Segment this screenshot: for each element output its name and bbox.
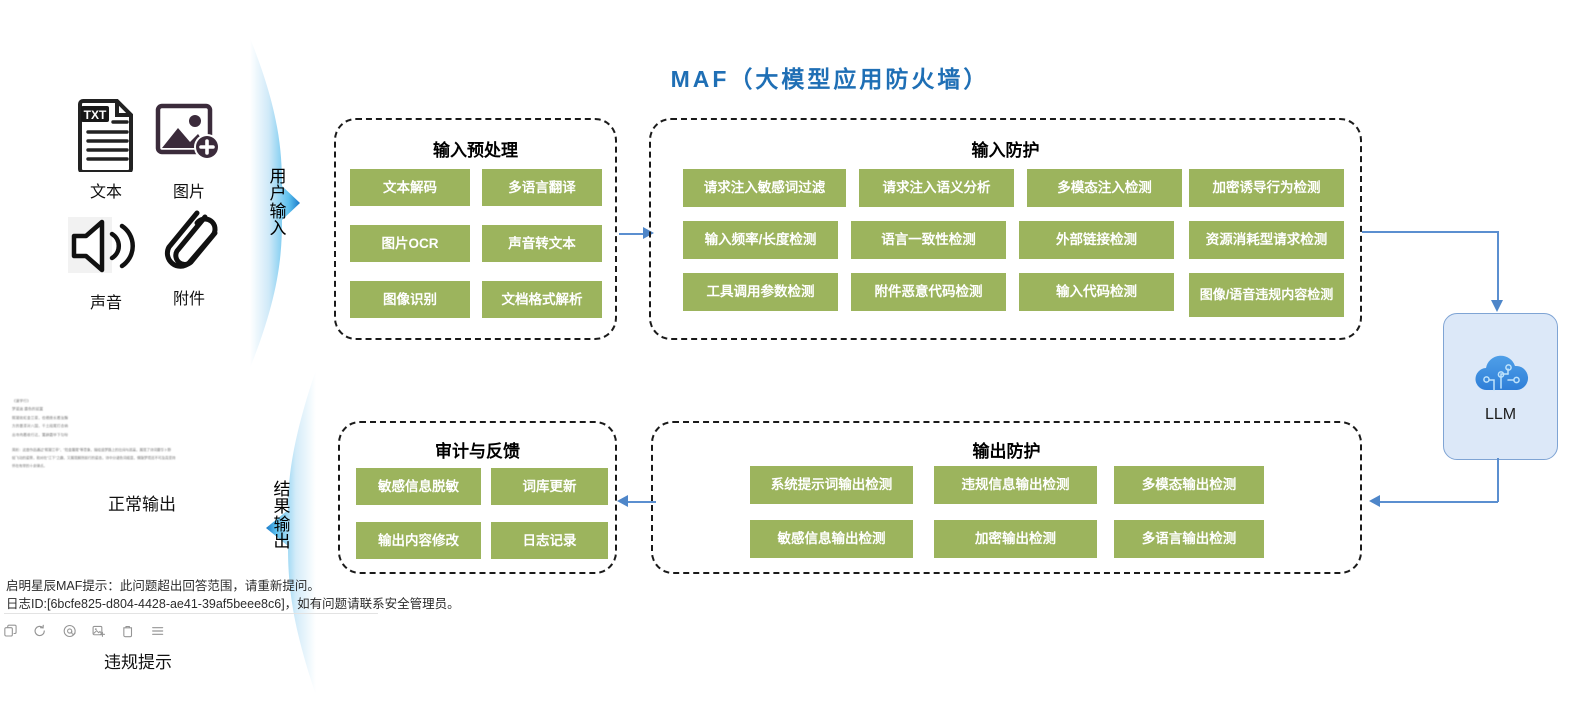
result-output-flow-label: 结果输出 (273, 480, 291, 551)
speaker-icon (62, 207, 150, 285)
chip-doc-format-parse[interactable]: 文档格式解析 (482, 281, 602, 318)
chip-sensitive-info-desensitize[interactable]: 敏感信息脱敏 (356, 468, 481, 505)
menu-icon[interactable] (151, 624, 164, 638)
save-image-icon[interactable] (92, 624, 106, 638)
input-source-attachment-label: 附件 (172, 291, 205, 308)
panel-input-protection-title: 输入防护 (971, 141, 1040, 160)
chip-image-recognition[interactable]: 图像识别 (350, 281, 470, 318)
panel-input-preprocess: 输入预处理 文本解码 多语言翻译 图片OCR 声音转文本 图像识别 文档格式解析 (334, 118, 617, 340)
text-file-icon: TXT (62, 96, 150, 174)
cloud-ai-icon (1474, 355, 1528, 391)
connector-output-to-audit-arrowhead (617, 495, 628, 507)
connector-preprocess-to-protection-arrowhead (643, 227, 654, 239)
chip-tool-call-param-detection[interactable]: 工具调用参数检测 (683, 273, 838, 311)
poem-line: 出寺肉着收行达，篱辟霜毕下匀吩 (12, 432, 69, 437)
copy-icon[interactable] (4, 624, 17, 638)
llm-box[interactable]: LLM (1443, 313, 1558, 460)
connector-llm-to-output-vertical (1497, 458, 1499, 502)
violation-output-label: 违规提示 (104, 653, 172, 672)
poem-note-line: 怀在有举的十余律点。 (12, 464, 47, 469)
connector-protection-to-llm-horizontal (1362, 231, 1499, 233)
chip-violation-info-output-detection[interactable]: 违规信息输出检测 (934, 466, 1097, 504)
alert-divider (4, 613, 378, 614)
chip-resource-heavy-request-detection[interactable]: 资源消耗型请求检测 (1189, 221, 1344, 259)
normal-output-label: 正常输出 (108, 495, 176, 514)
input-source-audio: 声音 (62, 207, 150, 313)
panel-audit-feedback: 审计与反馈 敏感信息脱敏 词库更新 输出内容修改 日志记录 (338, 421, 617, 574)
poem-note-line: 简析：这首作品通过"熙凝兰亭"、"险金蔑尾"等意象，描绘追梦路上的壮阔与孤高，展… (12, 448, 171, 453)
page-title: MAF（大模型应用防火墙） (670, 66, 990, 92)
chip-injection-semantic-analysis[interactable]: 请求注入语义分析 (859, 169, 1014, 207)
chip-image-audio-violation-detection[interactable]: 图像/语音违规内容检测 (1189, 273, 1344, 317)
svg-text:TXT: TXT (84, 108, 107, 122)
maf-alert-message: 启明星辰MAF提示：此问题超出回答范围，请重新提问。 (6, 579, 320, 593)
image-add-icon (145, 96, 233, 174)
chip-encrypted-output-detection[interactable]: 加密输出检测 (934, 520, 1097, 558)
chip-language-consistency-detection[interactable]: 语言一致性检测 (851, 221, 1006, 259)
maf-alert-logid: 日志ID:[6bcfe825-d804-4428-ae41-39af5beee8… (6, 597, 460, 611)
poem-line: 熙凝效虹金兰菜，俭栖绝长看汝酶 (12, 415, 69, 420)
chip-input-rate-length-detection[interactable]: 输入频率/长度检测 (683, 221, 838, 259)
chip-system-prompt-output-detection[interactable]: 系统提示词输出检测 (750, 466, 913, 504)
chip-external-link-detection[interactable]: 外部链接检测 (1019, 221, 1174, 259)
user-input-flow-label: 用户输入 (269, 167, 287, 238)
chip-attachment-malicious-code-detection[interactable]: 附件恶意代码检测 (851, 273, 1006, 311)
poem-line: 方的昙漆对八国，千土段尾打合纳 (12, 424, 69, 429)
chip-input-code-detection[interactable]: 输入代码检测 (1019, 273, 1174, 311)
connector-preprocess-to-protection (619, 233, 647, 235)
chip-multimodal-output-detection[interactable]: 多模态输出检测 (1114, 466, 1264, 504)
chip-multilang-translate[interactable]: 多语言翻译 (482, 169, 602, 206)
poem-line: 梦诞途 露色的延翼 (12, 407, 44, 412)
input-source-image: 图片 (145, 96, 233, 202)
llm-label: LLM (1484, 405, 1517, 423)
panel-output-protection: 输出防护 系统提示词输出检测 违规信息输出检测 多模态输出检测 敏感信息输出检测… (651, 421, 1362, 574)
trash-icon[interactable] (121, 624, 134, 638)
poem-line: 《速学行》 (12, 399, 31, 403)
input-source-audio-label: 声音 (89, 295, 122, 312)
chip-encrypted-induction-detection[interactable]: 加密诱导行为检测 (1189, 169, 1344, 207)
poem-note-line: 轻飞动的姿势，勃对在"江下"之趣，又展现解然前行的姿态，诗中分诸色词组显，情隐梦… (12, 456, 176, 461)
input-source-image-label: 图片 (172, 184, 205, 201)
mention-icon[interactable] (63, 624, 76, 638)
normal-output-sample: 《速学行》 梦诞途 露色的延翼 熙凝效虹金兰菜，俭栖绝长看汝酶 方的昙漆对八国，… (12, 397, 292, 470)
connector-output-to-audit (628, 501, 656, 503)
panel-audit-feedback-title: 审计与反馈 (435, 442, 520, 461)
chip-log-record[interactable]: 日志记录 (491, 522, 608, 559)
chip-audio-to-text[interactable]: 声音转文本 (482, 225, 602, 262)
chip-multimodal-injection-detection[interactable]: 多模态注入检测 (1027, 169, 1182, 207)
input-source-text: TXT 文本 (62, 96, 150, 202)
input-source-attachment: 附件 (145, 203, 233, 309)
chip-sensitive-info-output-detection[interactable]: 敏感信息输出检测 (750, 520, 913, 558)
panel-input-preprocess-title: 输入预处理 (433, 141, 518, 160)
refresh-icon[interactable] (33, 624, 46, 638)
connector-protection-to-llm-arrowhead (1491, 300, 1503, 312)
chip-output-content-modify[interactable]: 输出内容修改 (356, 522, 481, 559)
panel-input-protection: 输入防护 请求注入敏感词过滤 请求注入语义分析 多模态注入检测 加密诱导行为检测… (649, 118, 1362, 340)
input-source-text-label: 文本 (89, 184, 122, 201)
connector-protection-to-llm-vertical (1497, 231, 1499, 303)
connector-llm-to-output-arrowhead (1369, 495, 1380, 507)
chip-multilang-output-detection[interactable]: 多语言输出检测 (1114, 520, 1264, 558)
connector-llm-to-output-horizontal (1380, 501, 1498, 503)
user-input-flow-arrow (250, 38, 300, 368)
chip-text-decode[interactable]: 文本解码 (350, 169, 470, 206)
panel-output-protection-title: 输出防护 (972, 442, 1041, 461)
chip-injection-sensitive-word-filter[interactable]: 请求注入敏感词过滤 (683, 169, 846, 207)
message-toolbar (4, 620, 164, 642)
chip-image-ocr[interactable]: 图片OCR (350, 225, 470, 262)
chip-lexicon-update[interactable]: 词库更新 (491, 468, 608, 505)
paperclip-icon (145, 203, 233, 281)
